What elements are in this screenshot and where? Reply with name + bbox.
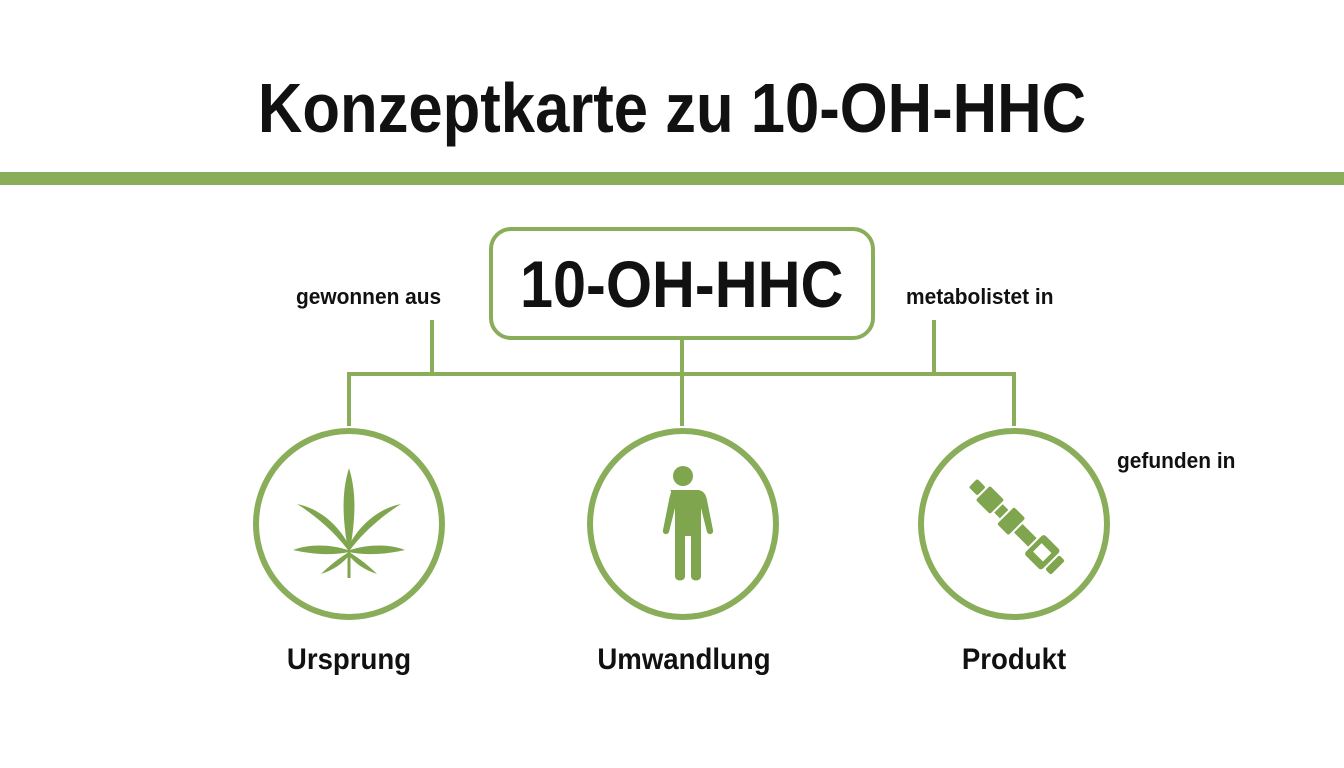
center-node-label: 10-OH-HHC — [520, 246, 844, 321]
edge-label-metabolistet-in: metabolistet in — [906, 284, 1054, 309]
node-label-produkt: Produkt — [961, 643, 1067, 676]
node-umwandlung — [587, 428, 779, 620]
edge-label-gefunden-in: gefunden in — [1117, 448, 1236, 473]
vape-pen-icon — [969, 479, 1065, 575]
node-ursprung — [253, 428, 445, 620]
node-label-ursprung: Ursprung — [286, 643, 412, 676]
human-figure-icon — [662, 466, 714, 581]
cannabis-leaf-icon — [293, 468, 405, 578]
edge-label-gewonnen-aus: gewonnen aus — [296, 284, 442, 309]
title-divider — [0, 172, 1344, 185]
node-produkt — [918, 428, 1110, 620]
center-node: 10-OH-HHC — [489, 227, 875, 340]
page-title: Konzeptkarte zu 10-OH-HHC — [257, 69, 1087, 147]
node-label-umwandlung: Umwandlung — [597, 643, 771, 676]
